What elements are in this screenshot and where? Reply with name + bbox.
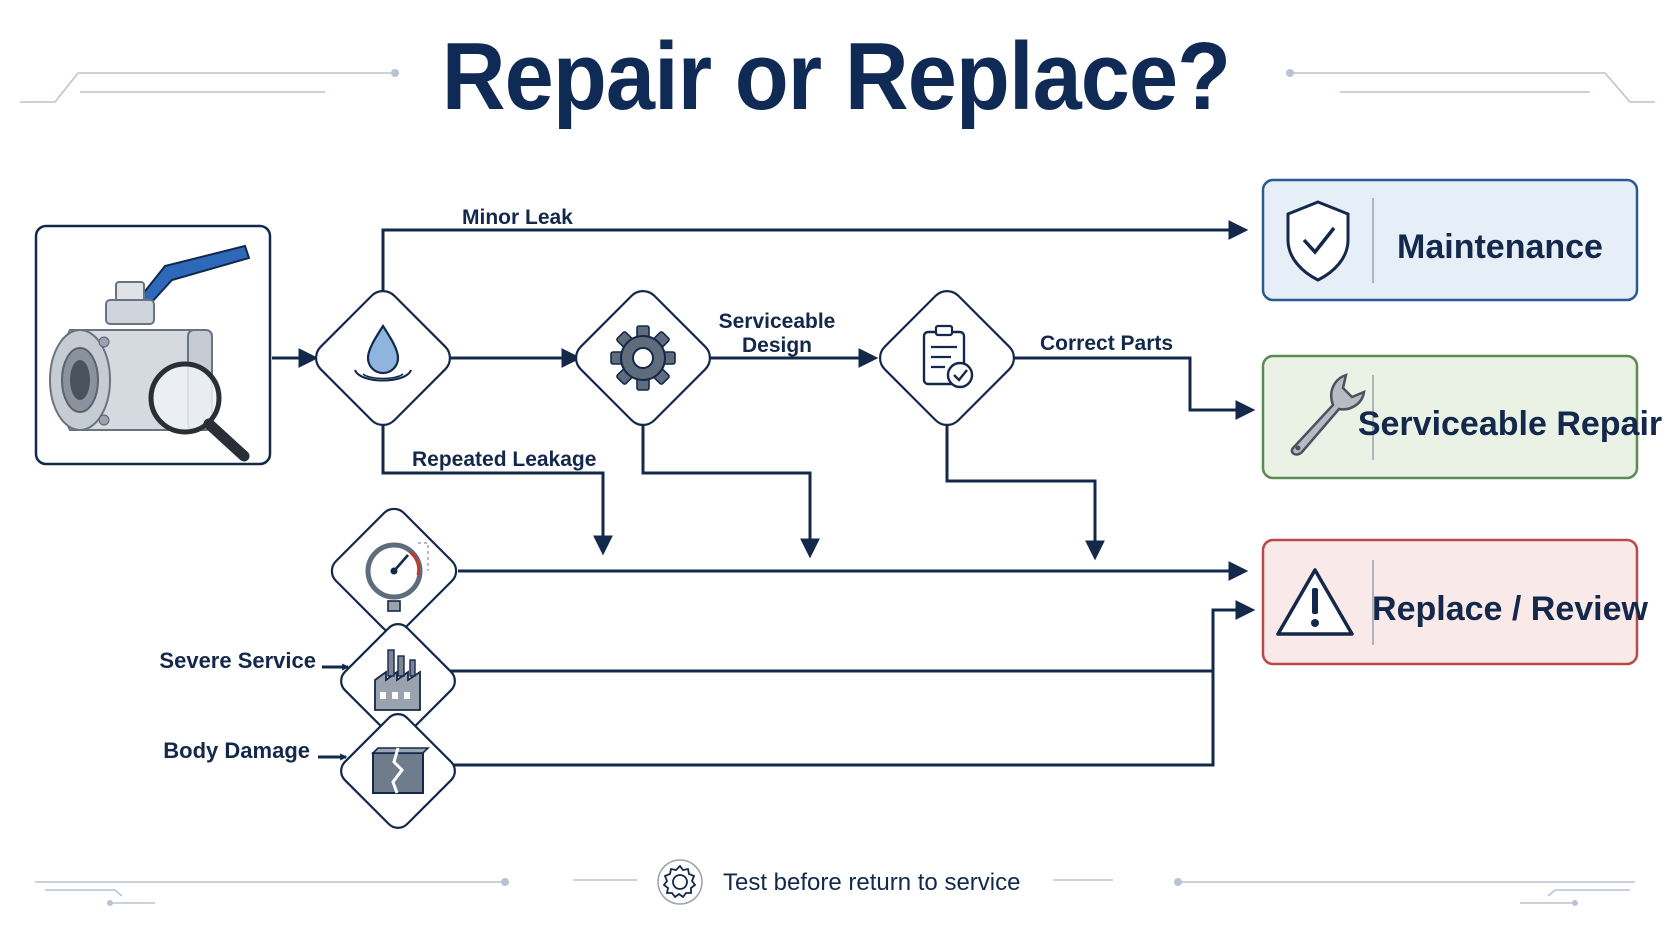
footer-gear-icon xyxy=(657,859,703,905)
outcome-replace-review: Replace / Review xyxy=(1261,538,1649,666)
footer: Test before return to service xyxy=(657,859,1020,905)
label-correct-parts: Correct Parts xyxy=(1040,332,1173,355)
label-body-damage: Body Damage xyxy=(163,738,310,763)
label-minor-leak: Minor Leak xyxy=(462,206,573,229)
warning-icon xyxy=(1276,568,1354,636)
page-title: Repair or Replace? xyxy=(441,23,1231,130)
cracked-block-icon xyxy=(340,713,456,829)
outcome-maintenance-label: Maintenance xyxy=(1397,228,1603,266)
water-drop-icon xyxy=(314,289,452,427)
pressure-gauge-icon xyxy=(330,507,458,635)
outcome-serviceable-repair-label: Serviceable Repair xyxy=(1358,405,1662,443)
label-serviceable-design: Serviceable xyxy=(719,310,836,333)
footer-text: Test before return to service xyxy=(723,869,1020,896)
wrench-icon xyxy=(1290,373,1366,456)
ball-valve-inspection-icon xyxy=(34,224,272,466)
outcome-serviceable-repair: Serviceable Repair xyxy=(1261,354,1662,480)
flow-lines xyxy=(272,220,1256,767)
clipboard-check-icon xyxy=(878,289,1016,427)
gear-icon xyxy=(574,289,712,427)
decorative-lines xyxy=(20,69,1655,906)
label-severe-service: Severe Service xyxy=(159,648,316,673)
outcome-maintenance: Maintenance xyxy=(1261,178,1639,302)
label-serviceable-design-line2: Design xyxy=(742,334,812,357)
label-repeated-leakage: Repeated Leakage xyxy=(412,448,596,471)
outcome-replace-review-label: Replace / Review xyxy=(1372,590,1648,628)
shield-check-icon xyxy=(1286,200,1350,282)
factory-icon xyxy=(340,623,456,739)
